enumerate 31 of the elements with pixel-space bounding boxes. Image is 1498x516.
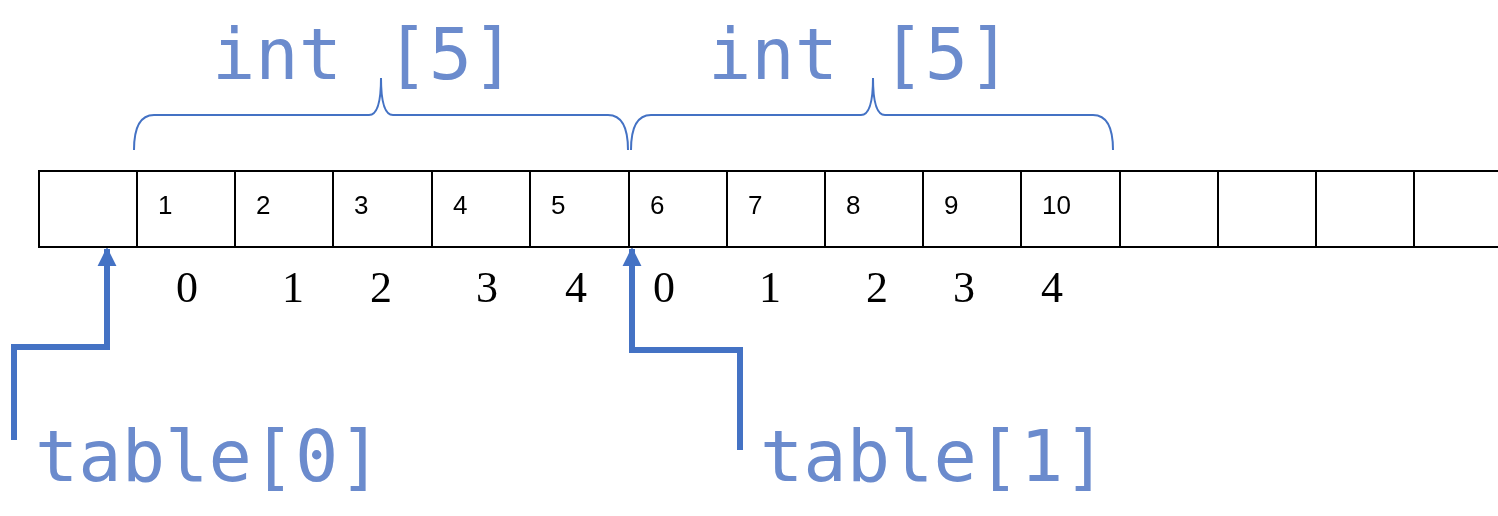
index-number: 0: [176, 262, 198, 313]
memory-cell: 5: [529, 170, 630, 248]
memory-cell: [1217, 170, 1317, 248]
memory-cell: [1119, 170, 1219, 248]
memory-cell: 4: [431, 170, 531, 248]
memory-cell: 2: [234, 170, 334, 248]
index-number: 4: [1041, 262, 1063, 313]
memory-cell: 9: [922, 170, 1022, 248]
index-number: 1: [282, 262, 304, 313]
pointer-label: table[0]: [14, 420, 382, 492]
index-number: 1: [759, 262, 781, 313]
pointer-label: table[1]: [740, 420, 1107, 492]
pointer-arrow: [11, 247, 117, 440]
index-number: 4: [565, 262, 587, 313]
memory-cell: 8: [824, 170, 924, 248]
index-number: 2: [866, 262, 888, 313]
memory-cell: 1: [136, 170, 236, 248]
memory-cell: 3: [332, 170, 433, 248]
type-label: int [5]: [212, 12, 516, 96]
memory-cell: 6: [628, 170, 728, 248]
memory-cell: [1413, 170, 1498, 248]
memory-cell: 7: [726, 170, 826, 248]
index-number: 2: [370, 262, 392, 313]
memory-cell: [38, 170, 138, 248]
memory-cell: [1315, 170, 1415, 248]
type-label: int [5]: [708, 12, 1012, 96]
memory-cell: 10: [1020, 170, 1121, 248]
pointer-arrow: [622, 247, 743, 450]
index-number: 0: [653, 262, 675, 313]
index-number: 3: [476, 262, 498, 313]
index-number: 3: [953, 262, 975, 313]
